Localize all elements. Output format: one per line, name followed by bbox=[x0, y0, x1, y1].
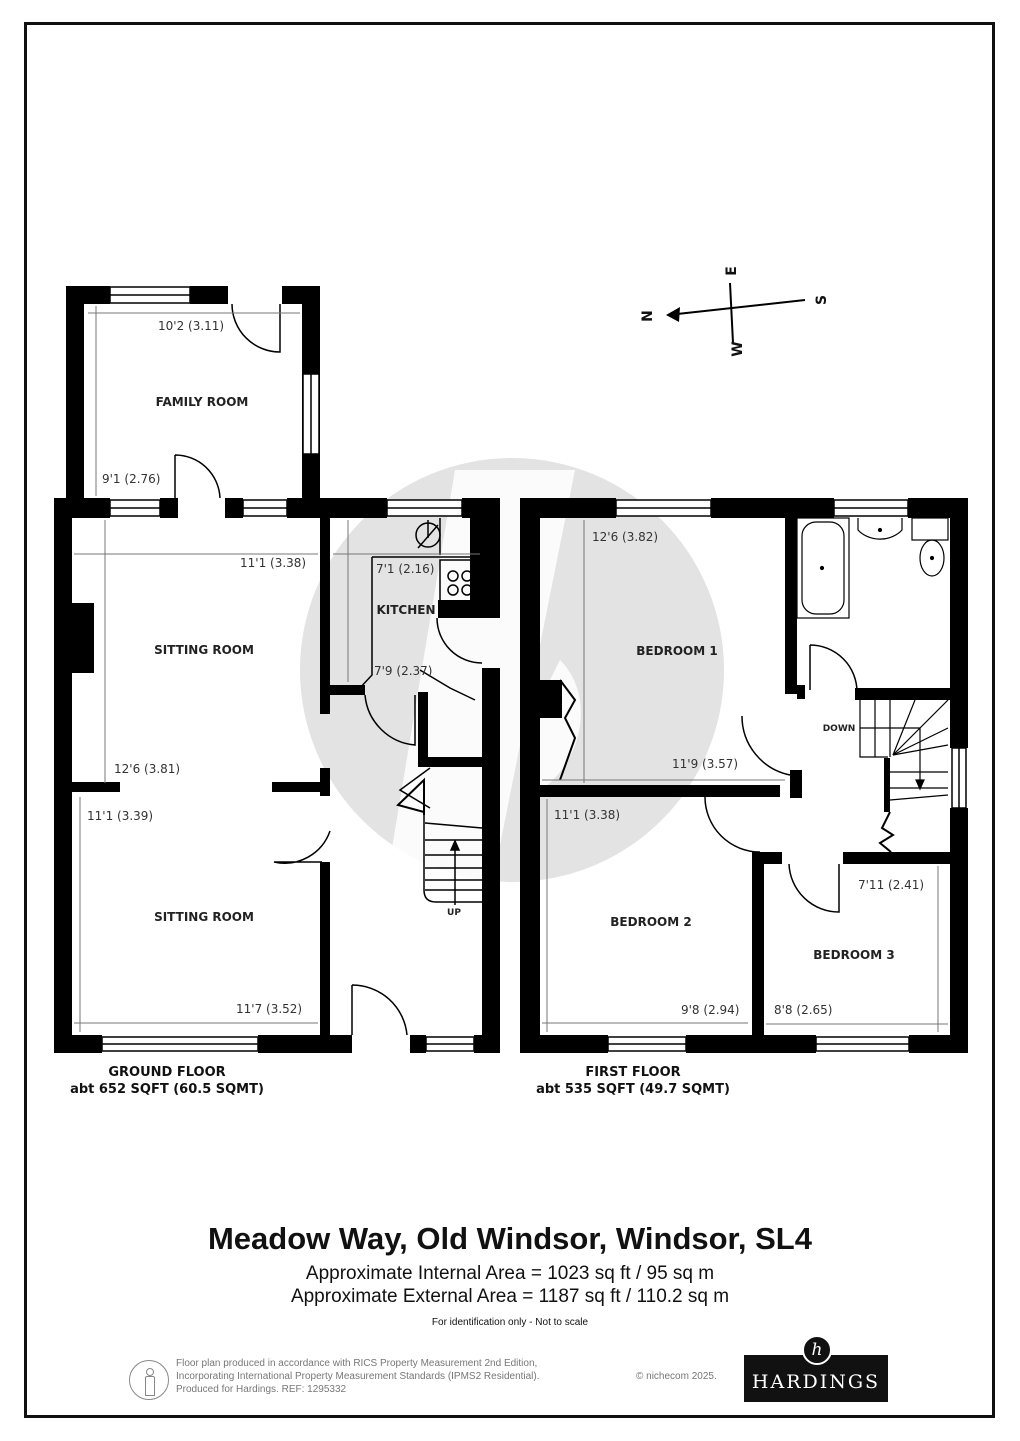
dim-bedroom-3-depth: 7'11 (2.41) bbox=[858, 878, 924, 892]
kitchen-fittings bbox=[357, 518, 482, 691]
internal-area: Approximate Internal Area = 1023 sq ft /… bbox=[305, 1263, 715, 1284]
first-floor-walls bbox=[520, 498, 968, 1053]
hardings-mark-icon: h bbox=[802, 1335, 832, 1365]
dim-bedroom-1-depth: 12'6 (3.82) bbox=[592, 530, 658, 544]
property-title: Meadow Way, Old Windsor, Windsor, SL4 bbox=[207, 1221, 812, 1256]
basin-icon bbox=[857, 518, 903, 540]
dim-bedroom-1-width: 11'9 (3.57) bbox=[672, 757, 738, 771]
stairs-up-label: UP bbox=[447, 908, 461, 918]
ground-floor-doors bbox=[174, 303, 483, 1036]
compass-west: W bbox=[730, 341, 746, 356]
dim-kitchen-depth: 7'9 (2.37) bbox=[374, 664, 432, 678]
dim-bedroom-2-depth: 11'1 (3.38) bbox=[554, 808, 620, 822]
hardings-logo: h HARDINGS bbox=[744, 1335, 888, 1402]
scale-note: For identification only - Not to scale bbox=[431, 1317, 589, 1328]
first-floor-doors bbox=[559, 644, 895, 913]
room-label-bedroom-2: BEDROOM 2 bbox=[610, 915, 691, 929]
ground-floor-dimension-lines bbox=[74, 306, 480, 1032]
page-frame bbox=[24, 22, 995, 1418]
dim-sitting-room-rear-depth: 11'1 (3.39) bbox=[87, 809, 153, 823]
ground-floor-walls bbox=[54, 286, 500, 1053]
compass-east: E bbox=[724, 266, 740, 276]
room-label-bedroom-1: BEDROOM 1 bbox=[636, 644, 717, 658]
room-label-family-room: FAMILY ROOM bbox=[156, 395, 249, 409]
stairs-down-label: DOWN bbox=[823, 724, 856, 734]
room-label-sitting-room-rear: SITTING ROOM bbox=[154, 910, 254, 924]
person-info-icon bbox=[129, 1360, 169, 1400]
ground-floor-caption: GROUND FLOOR bbox=[108, 1065, 225, 1080]
footer-disclaimer: Floor plan produced in accordance with R… bbox=[176, 1357, 717, 1396]
ground-floor-windows bbox=[101, 286, 475, 1052]
dim-family-room-depth: 9'1 (2.76) bbox=[102, 472, 160, 486]
dim-sitting-room-rear-width: 11'7 (3.52) bbox=[236, 1002, 302, 1016]
footer-copyright: © nichecom 2025. bbox=[636, 1371, 717, 1382]
room-label-bedroom-3: BEDROOM 3 bbox=[813, 948, 894, 962]
first-floor-area: abt 535 SQFT (49.7 SQMT) bbox=[536, 1082, 730, 1097]
dim-kitchen-width: 7'1 (2.16) bbox=[376, 562, 434, 576]
bath-icon bbox=[801, 521, 845, 615]
room-label-kitchen: KITCHEN bbox=[376, 603, 435, 617]
dim-family-room-width: 10'2 (3.11) bbox=[158, 319, 224, 333]
bathroom-fittings bbox=[796, 517, 949, 619]
dim-bedroom-2-width: 9'8 (2.94) bbox=[681, 1003, 739, 1017]
compass-icon: N S E W bbox=[640, 266, 830, 357]
first-floor-stairs bbox=[859, 699, 949, 801]
footer-line-2: Incorporating International Property Mea… bbox=[176, 1371, 540, 1382]
first-floor-windows bbox=[607, 499, 967, 1052]
ground-floor-area: abt 652 SQFT (60.5 SQMT) bbox=[70, 1082, 264, 1097]
dim-sitting-room-front-width: 11'1 (3.38) bbox=[240, 556, 306, 570]
room-label-sitting-room-front: SITTING ROOM bbox=[154, 643, 254, 657]
external-area: Approximate External Area = 1187 sq ft /… bbox=[290, 1286, 730, 1307]
cistern-icon bbox=[911, 517, 949, 541]
ground-floor-stairs bbox=[396, 777, 483, 905]
hob-icon bbox=[439, 559, 481, 611]
dim-bedroom-3-width: 8'8 (2.65) bbox=[774, 1003, 832, 1017]
first-floor-caption: FIRST FLOOR bbox=[585, 1065, 680, 1080]
toilet-icon bbox=[919, 539, 945, 577]
compass-north: N bbox=[640, 310, 656, 322]
footer-line-1: Floor plan produced in accordance with R… bbox=[176, 1358, 538, 1369]
dim-sitting-room-front-depth: 12'6 (3.81) bbox=[114, 762, 180, 776]
compass-south: S bbox=[814, 295, 830, 305]
footer-line-3: Produced for Hardings. REF: 1295332 bbox=[176, 1384, 347, 1395]
hardings-brand-text: HARDINGS bbox=[751, 1371, 881, 1393]
first-floor-dimension-lines bbox=[542, 520, 948, 1032]
